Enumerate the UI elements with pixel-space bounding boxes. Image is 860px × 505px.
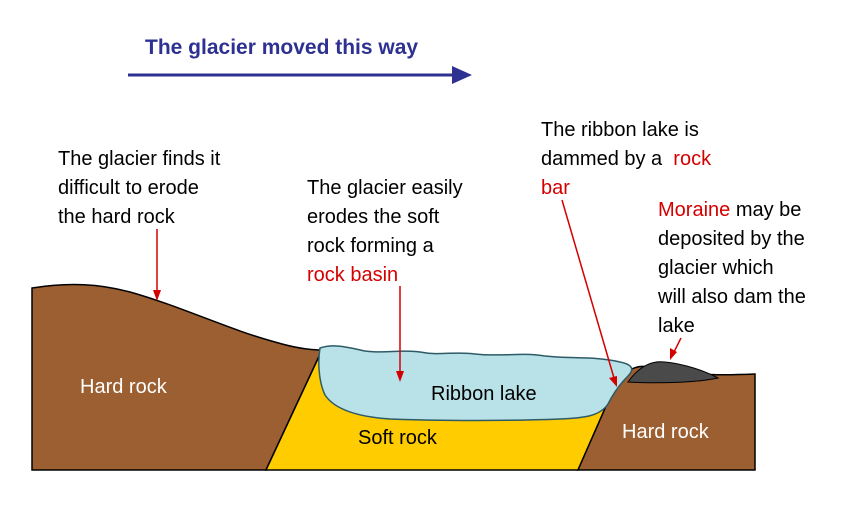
note-hard-rock: The glacier finds it difficult to erode …	[58, 145, 220, 232]
note-rock-basin: The glacier easily erodes the soft rock …	[307, 174, 463, 290]
rock-bar-highlight: rock	[673, 148, 712, 170]
note-moraine-line: lake	[658, 315, 695, 337]
note-moraine-line: deposited by the	[658, 228, 805, 250]
note-moraine-line: Moraine may be	[658, 196, 806, 225]
hard-rock-right-label: Hard rock	[622, 421, 710, 443]
note-rock-bar-prefix: dammed by a	[541, 148, 674, 170]
note-rock-basin-line: erodes the soft	[307, 206, 440, 228]
note-rock-bar: The ribbon lake is dammed by a rock bar	[541, 116, 711, 203]
direction-arrow-head	[452, 66, 472, 84]
pointer-arrow-left	[153, 229, 161, 301]
note-hard-rock-line: the hard rock	[58, 206, 175, 228]
pointer-arrow-moraine	[670, 337, 682, 360]
ribbon-lake	[318, 345, 633, 422]
note-moraine-line: glacier which	[658, 257, 774, 279]
note-moraine-suffix: may be	[730, 199, 802, 221]
direction-title: The glacier moved this way	[145, 36, 419, 59]
note-hard-rock-line: The glacier finds it	[58, 148, 221, 170]
rock-bar-highlight-2: bar	[541, 177, 570, 199]
moraine-deposit	[627, 361, 720, 384]
note-rock-bar-line: The ribbon lake is	[541, 119, 699, 141]
note-rock-basin-line: The glacier easily	[307, 177, 463, 199]
pointer-arrow-middle	[396, 286, 404, 382]
note-moraine-line: will also dam the	[658, 286, 806, 308]
note-rock-basin-line: rock forming a	[307, 235, 434, 257]
pointer-arrow-right	[561, 199, 617, 387]
note-hard-rock-line: difficult to erode	[58, 177, 199, 199]
hard-rock-left-label: Hard rock	[80, 376, 168, 398]
note-rock-bar-line: dammed by a rock	[541, 145, 711, 174]
note-moraine: Moraine may be deposited by the glacier …	[658, 196, 806, 341]
ribbon-lake-label: Ribbon lake	[431, 383, 537, 405]
hard-rock-left	[31, 283, 324, 471]
rock-basin-highlight: rock basin	[307, 264, 399, 286]
moraine-highlight: Moraine	[658, 199, 731, 221]
soft-rock-label: Soft rock	[358, 427, 438, 449]
